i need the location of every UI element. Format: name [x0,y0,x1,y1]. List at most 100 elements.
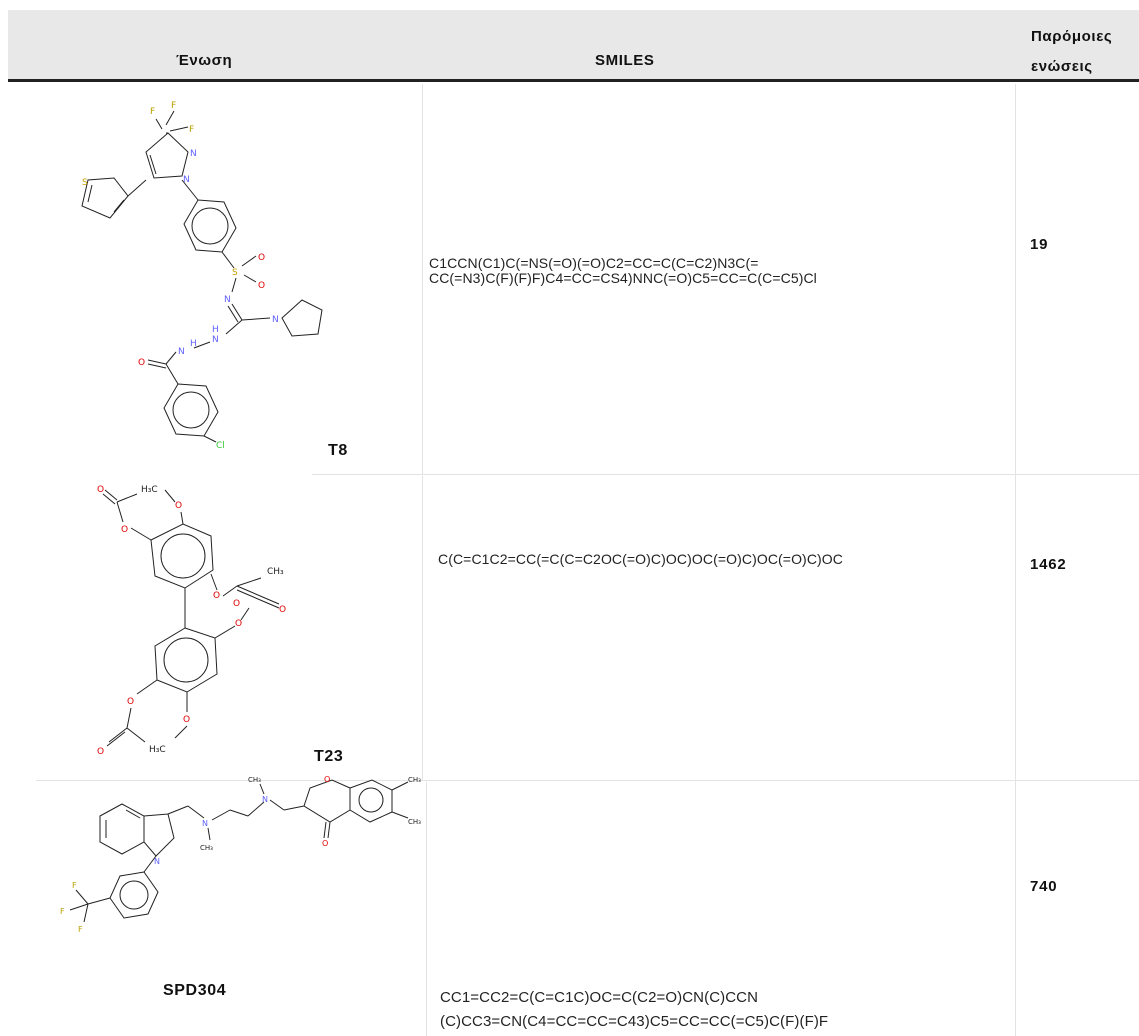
bond-line [149,154,157,175]
bond-line [243,274,257,283]
t23-o2: O [121,525,128,535]
t23-ch3b: CH₃ [267,567,284,577]
t23-o1: O [97,485,104,495]
bond-line [116,501,124,523]
bond-line [281,299,323,337]
column-divider-1c [426,782,427,1036]
compound-name-t8: T8 [328,442,348,459]
bond-line [231,277,237,293]
bond-line [174,725,188,739]
column-divider-1 [422,84,423,474]
row-divider-1 [312,474,1139,475]
t8-n1: N [190,149,197,159]
table-header [8,10,1139,79]
bond-line [221,251,235,269]
spd-f1: F [72,881,77,890]
header-similar: Παρόμοιες ενώσεις [1031,22,1112,82]
bond-line [327,821,331,839]
bond-line [323,821,327,839]
t8-n-pyr: N [272,315,279,325]
t23-o5: O [235,619,242,629]
bond-line [99,803,145,855]
row-divider-2 [36,780,1139,781]
bond-line [181,179,199,201]
bond-line [236,585,280,605]
t8-f2: F [171,101,176,111]
bond-line [147,363,167,369]
spd-n1: N [154,857,160,866]
bond-line [136,679,158,695]
t8-o3: O [138,358,145,368]
bond-line [126,727,146,743]
spd-ch3d: CH₃ [408,818,421,826]
t8-n3: N [224,295,231,305]
bond-line [147,359,167,365]
bond-line [214,625,236,639]
header-smiles: SMILES [595,52,655,69]
header-compound: Ένωση [176,52,233,69]
bond-line [81,177,129,219]
bond-line [165,351,177,365]
bond-line [358,787,384,813]
t8-f1: F [150,107,155,117]
smiles-t8: C1CCN(C1)C(=NS(=O)(=O)C2=CC=C(C=C2)N3C(=… [429,256,817,286]
bond-line [83,903,89,923]
bond-line [193,341,211,349]
t23-structure: O O H₃C O O CH₃ O [97,485,286,757]
bond-line [283,805,305,811]
bond-line [269,799,285,811]
smiles-spd304-line2: (C)CC3=CN(C4=CC=CC=C43)C5=CC=CC(=C5)C(F)… [440,1013,829,1030]
bond-line [113,199,125,213]
spd-n2: N [202,819,208,828]
bond-line [225,319,243,335]
bond-line [203,435,217,443]
bond-line [391,811,409,819]
spd-f2: F [60,907,65,916]
bond-line [259,783,265,795]
spd-ch3b: CH₃ [248,776,261,784]
compound-table: Ένωση SMILES Παρόμοιες ενώσεις F F F N N [8,10,1139,1036]
bond-line [125,809,141,819]
column-divider-2 [1015,84,1016,1036]
bond-line [143,855,157,873]
bond-line [391,781,409,791]
bond-line [75,889,89,905]
similar-count-t8: 19 [1030,236,1049,253]
bond-line [164,489,176,503]
header-similar-line1: Παρόμοιες [1031,28,1113,45]
t23-o8: O [97,747,104,757]
bond-line [87,184,93,203]
spd-ch3a: CH₃ [200,844,213,852]
bond-line [108,727,128,743]
t23-o4: O [279,605,286,615]
column-divider-1b [422,476,423,780]
bond-line [109,871,159,919]
bond-line [207,827,211,841]
bond-line [227,305,239,323]
t23-o3: O [213,591,220,601]
t8-o2: O [258,281,265,291]
t23-o7: O [127,697,134,707]
t8-o1: O [258,253,265,263]
t8-nh2n: N [178,347,185,357]
t8-f3: F [189,125,194,135]
spd-n3: N [262,795,268,804]
spd-ch3c: CH₃ [408,776,421,784]
bond-line [165,363,179,385]
spd-o2: O [322,839,328,848]
smiles-t8-line1: C1CCN(C1)C(=NS(=O)(=O)C2=CC=C(C=C2)N3C(= [429,255,759,271]
spd-o1: O [324,775,330,784]
t23-o6: O [233,599,240,609]
bond-line [160,533,206,579]
t8-nh1n: N [212,335,219,345]
t23-ch3c: H₃C [149,745,166,755]
smiles-t23: C(C=C1C2=CC(=C(C=C2OC(=O)C)OC)OC(=O)C)OC… [438,552,843,567]
smiles-spd304-line1: CC1=CC2=C(C=C1C)OC=C(C2=O)CN(C)CCN [440,989,759,1006]
bond-line [145,132,189,179]
t8-structure: F F F N N S S O O N [81,101,323,451]
bond-line [210,573,218,591]
t8-nh2: H [190,339,197,349]
bond-line [104,489,118,501]
bond-line [126,707,132,729]
bond-line [187,805,205,819]
